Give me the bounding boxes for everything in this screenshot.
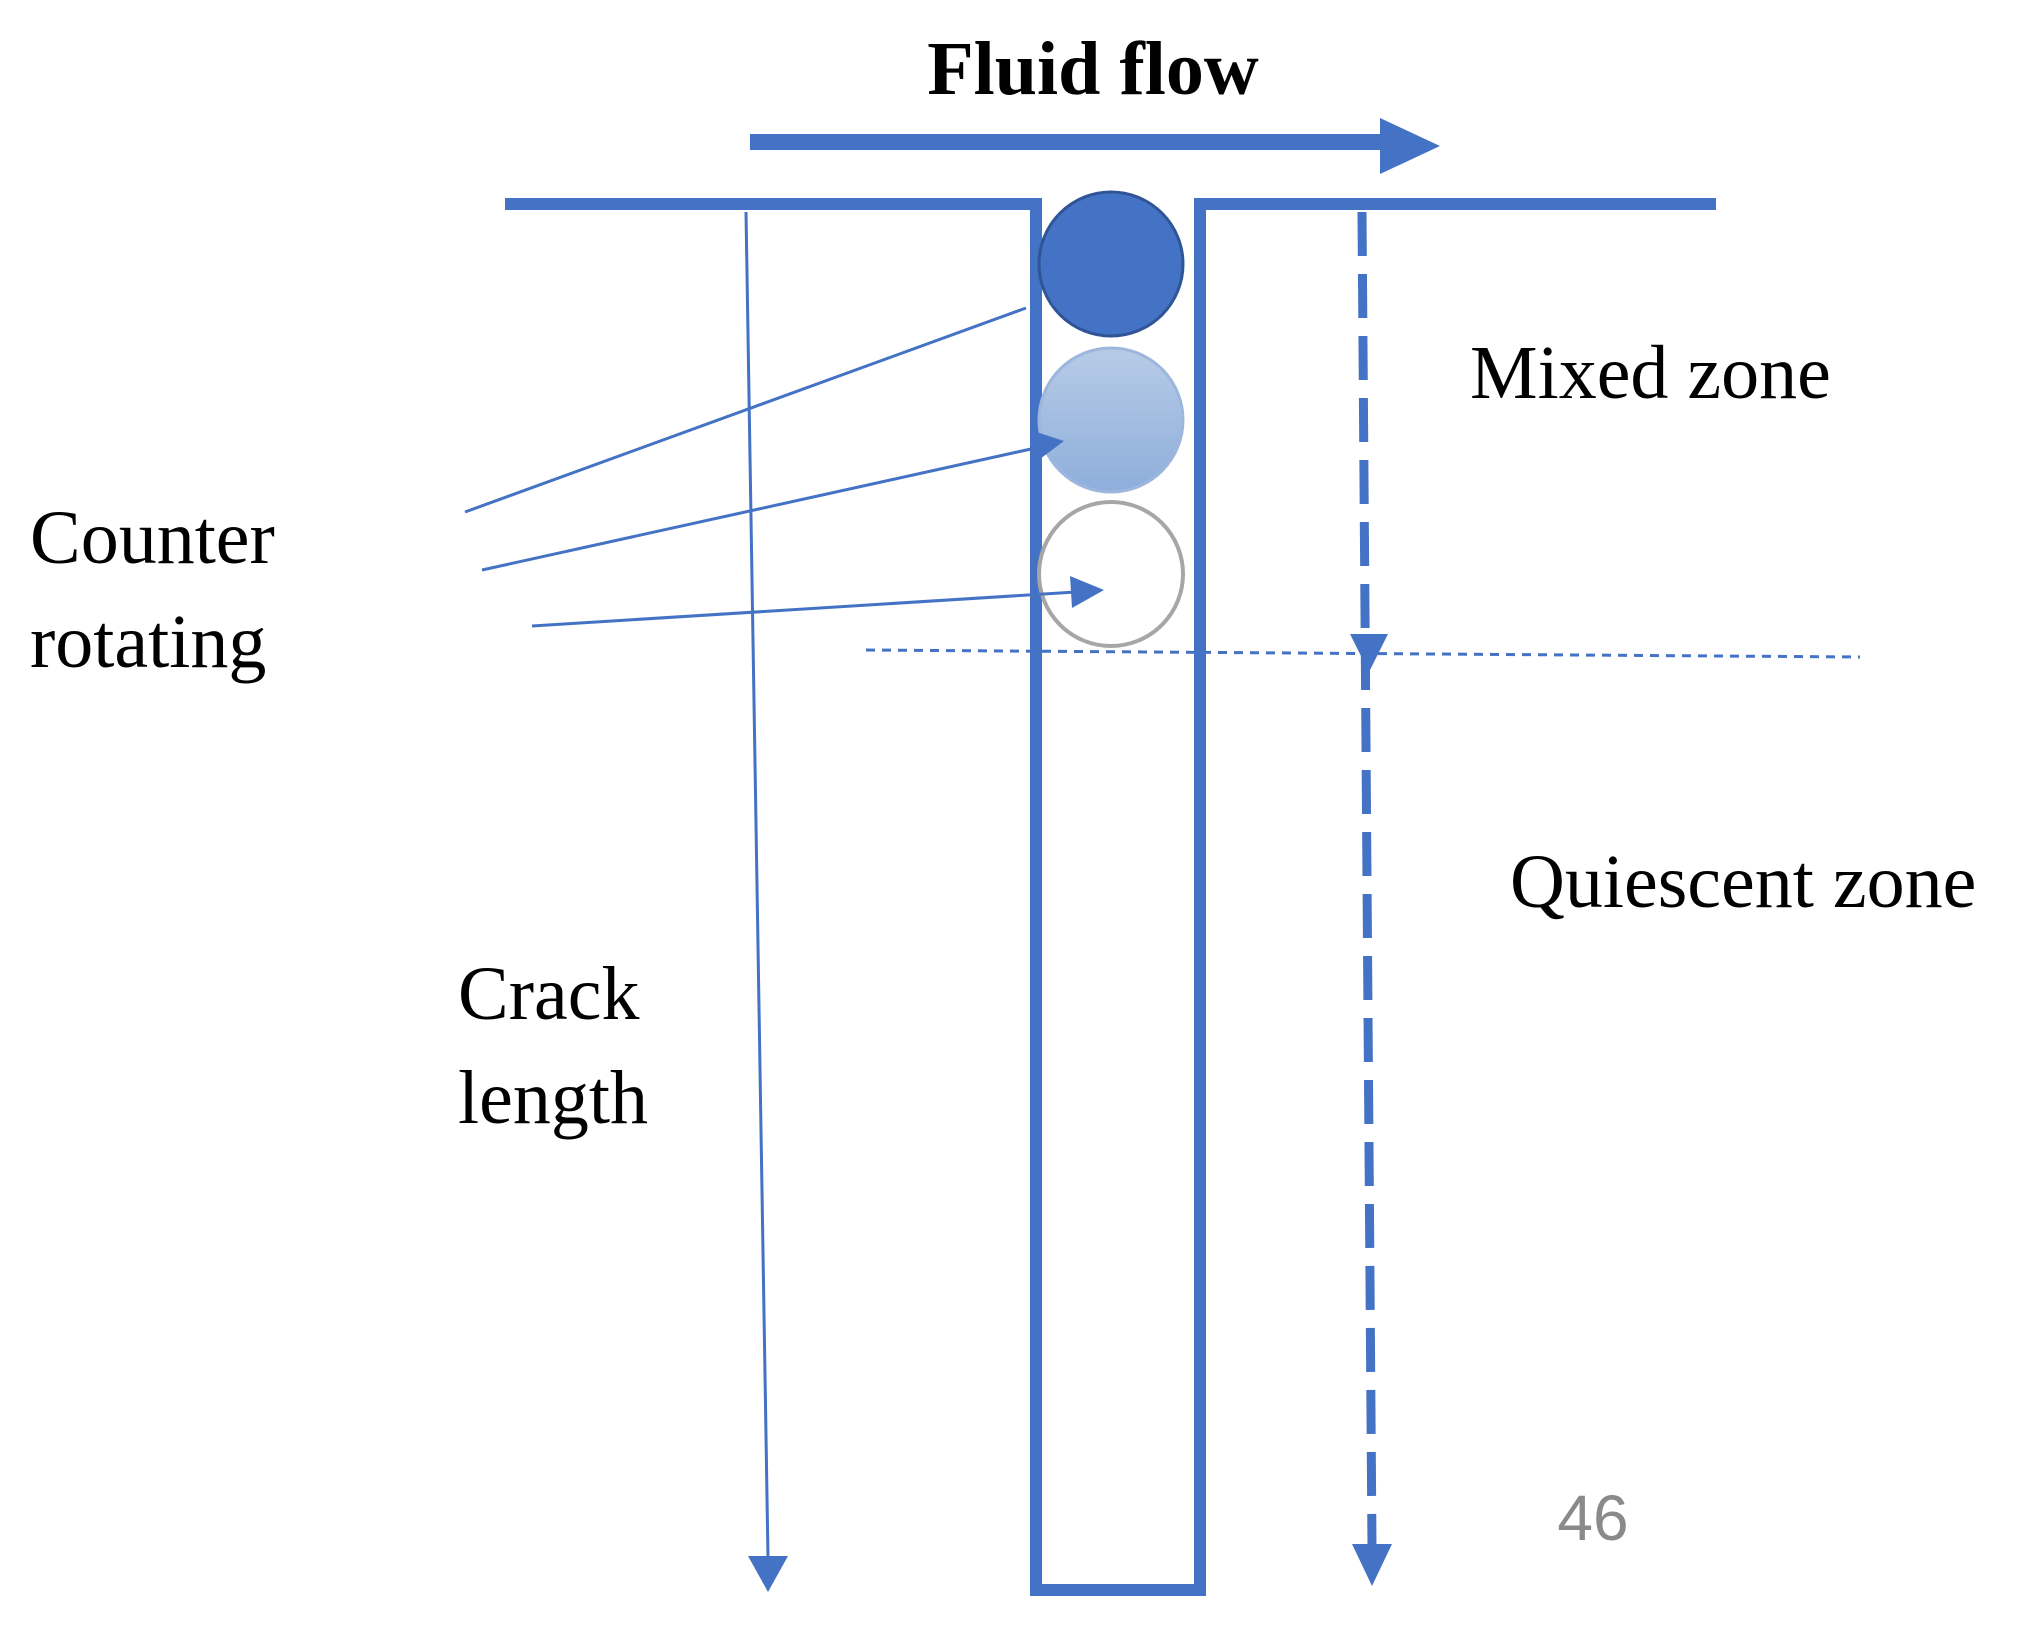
crack-length-arrow (744, 211, 788, 1592)
crack-outline (505, 198, 1716, 1596)
counter-rotating-label-line2: rotating (30, 600, 266, 684)
quiescent-zone-label: Quiescent zone (1510, 840, 1976, 924)
page-number: 46 (1557, 1482, 1628, 1554)
fluid-flow-arrow (750, 118, 1440, 174)
vortex-outline (1037, 500, 1185, 648)
zone-depth-arrow (1350, 211, 1392, 1586)
crack-length-label-line1: Crack (458, 952, 639, 1036)
counter-rotating-label-line1: Counter (30, 496, 275, 580)
vortex-light (1037, 346, 1185, 494)
diagram-title: Fluid flow (927, 27, 1259, 111)
crack-length-label-line2: length (458, 1056, 648, 1140)
vortex-dark (1037, 190, 1185, 338)
counter-rotating-pointers (464, 306, 1104, 628)
mixed-zone-label: Mixed zone (1470, 331, 1831, 415)
